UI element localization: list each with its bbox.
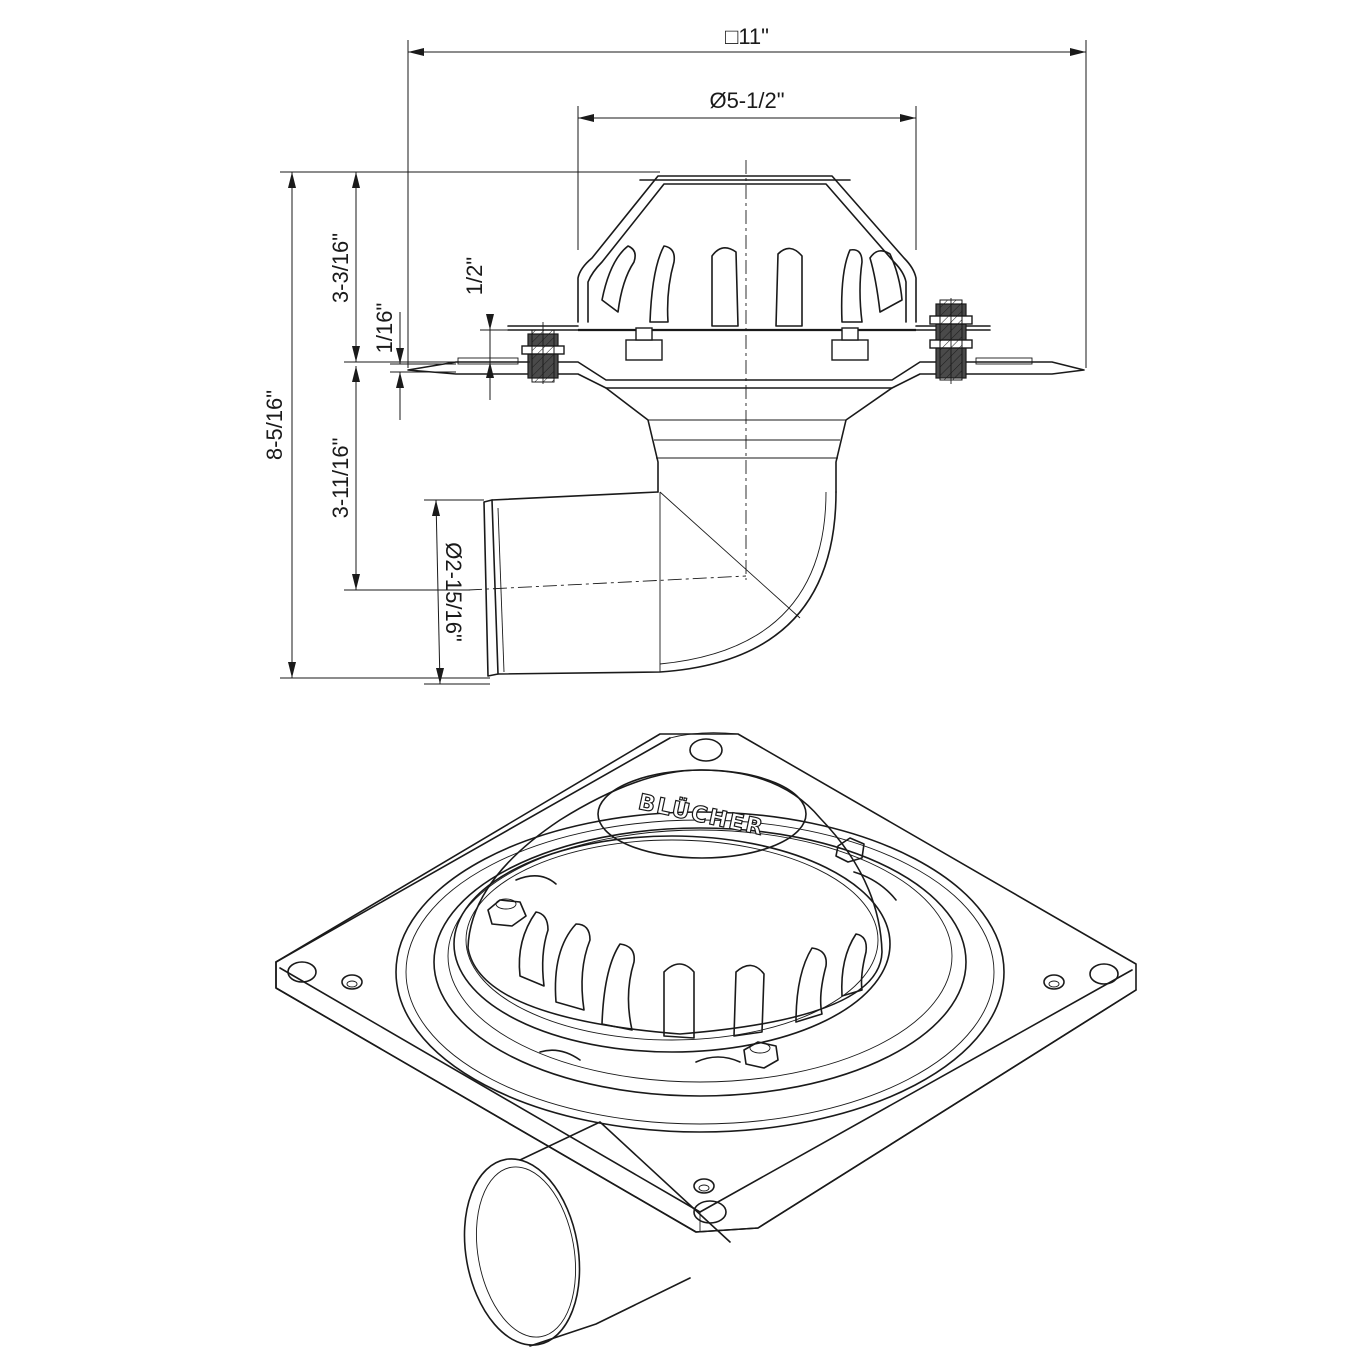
total-height-label: 8-5/16" bbox=[262, 390, 287, 460]
dim-dome-height: 3-3/16" bbox=[328, 172, 460, 363]
iso-wing-nut-bottom bbox=[695, 1041, 779, 1069]
bolt-left bbox=[521, 322, 565, 384]
isometric-view: BLÜCHER bbox=[275, 732, 1137, 1347]
dim-outlet-height: 3-11/16" bbox=[328, 366, 470, 591]
iso-wing-nut-top bbox=[835, 837, 897, 901]
bolt-right bbox=[929, 298, 973, 384]
dim-total-height: 8-5/16" bbox=[262, 171, 660, 679]
dome-height-label: 3-3/16" bbox=[328, 233, 353, 303]
outlet-diameter-label: Ø2-15/16" bbox=[441, 542, 466, 642]
flange-gap-label: 1/2" bbox=[462, 257, 487, 295]
dim-flange-gap: 1/2" bbox=[462, 257, 530, 400]
flange-thickness-label: 1/16" bbox=[372, 303, 397, 354]
dim-outlet-diameter: Ø2-15/16" bbox=[424, 499, 490, 685]
dome-slots bbox=[601, 245, 903, 327]
dim-overall-width: □11" bbox=[407, 24, 1087, 368]
iso-wing-nut-left bbox=[487, 875, 557, 927]
dome-diameter-label: Ø5-1/2" bbox=[709, 88, 784, 113]
section-view: □11" Ø5-1/2" 8-5/16" 3-3/16" bbox=[262, 24, 1087, 685]
dim-flange-thickness: 1/16" bbox=[372, 303, 456, 420]
iso-dome-slots bbox=[518, 911, 868, 1039]
overall-width-label: □11" bbox=[725, 24, 769, 49]
iso-outlet-pipe bbox=[463, 1121, 731, 1347]
dim-dome-diameter: Ø5-1/2" bbox=[577, 88, 917, 250]
outlet-height-label: 3-11/16" bbox=[328, 438, 353, 519]
dome-section bbox=[577, 175, 917, 327]
brand-logo: BLÜCHER bbox=[636, 789, 767, 841]
